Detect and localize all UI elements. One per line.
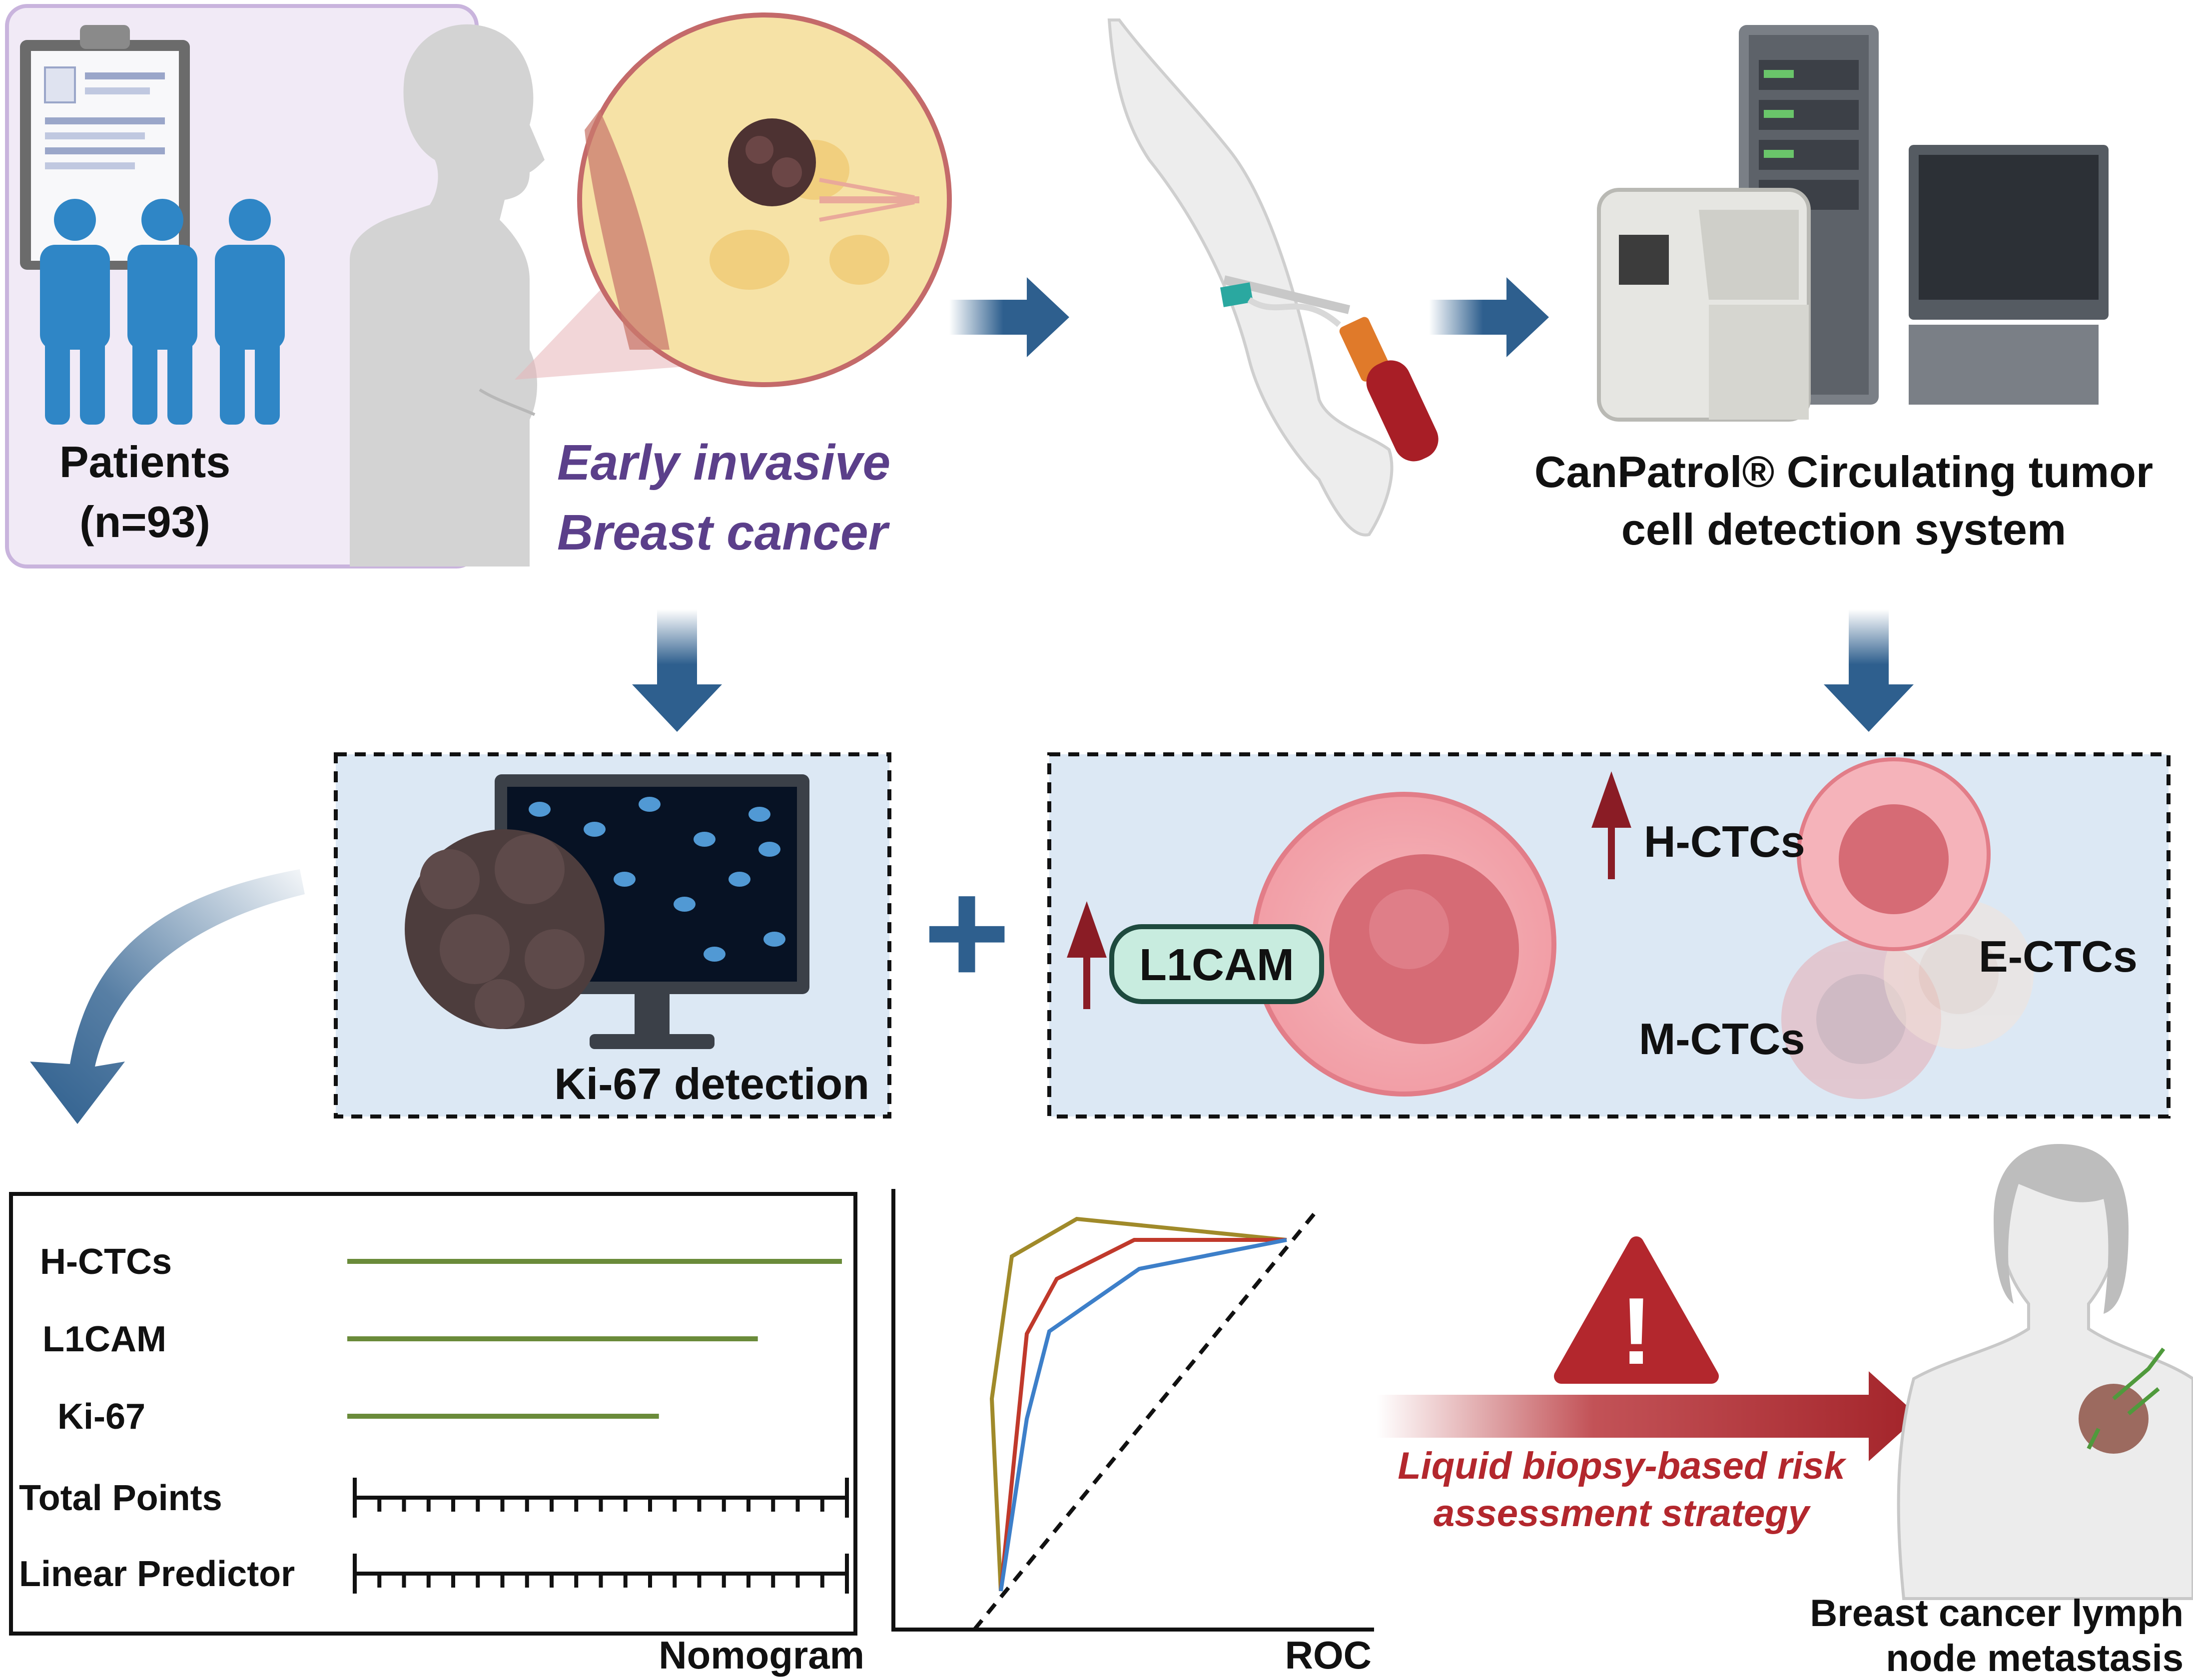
cancer-line2: Breast cancer — [557, 505, 890, 560]
arrow-down-right — [1824, 609, 1914, 732]
warning-icon: ! — [1554, 1236, 1719, 1384]
nomogram-scale-label: Linear Predictor — [19, 1554, 295, 1594]
system-line2: cell detection system — [1621, 505, 2066, 554]
m-ctc-label: M-CTCs — [1639, 1014, 1805, 1064]
h-ctc-up-arrow-icon — [1591, 771, 1631, 879]
ctc-panel: L1CAM H-CTCs E-CTCs M-CTCs — [1047, 752, 2171, 1119]
arrow-down-left — [632, 609, 722, 732]
roc-curve-yellow — [989, 1216, 1287, 1592]
cancer-line1: Early invasive — [557, 435, 890, 491]
tumor-cell-icon — [1252, 792, 1556, 1097]
outcome-line2: node metastasis — [1886, 1637, 2184, 1680]
l1cam-up-arrow-icon — [1067, 901, 1107, 1009]
h-ctc-label: H-CTCs — [1644, 817, 1805, 866]
outcome-line1: Breast cancer lymph — [1810, 1592, 2184, 1635]
patients-count: (n=93) — [79, 497, 210, 547]
patients-panel: Patients (n=93) — [5, 4, 479, 568]
h-ctc-cell-icon — [1797, 757, 1991, 951]
patient-metastasis-illustration — [1897, 1144, 2193, 1600]
woman-silhouette — [350, 24, 545, 566]
nomogram-scale-label: Total Points — [19, 1478, 222, 1518]
roc-curve-red — [999, 1238, 1287, 1592]
roc-title: ROC — [1285, 1633, 1372, 1677]
system-line1: CanPatrol® Circulating tumor — [1534, 447, 2153, 497]
breast-anatomy-illustration — [577, 12, 952, 387]
roc-axes — [891, 1189, 1374, 1632]
tumor-tissue-icon — [405, 829, 605, 1029]
risk-arrow — [1377, 1371, 1919, 1461]
arrow-right-2 — [1429, 277, 1549, 357]
plus-sign: + — [923, 848, 1010, 1016]
arrow-right-1 — [949, 277, 1069, 357]
roc-chart — [891, 1189, 1374, 1632]
nomogram-row-label: H-CTCs — [40, 1242, 172, 1282]
warning-mark: ! — [1620, 1278, 1652, 1384]
patients-icon — [40, 199, 285, 425]
nomogram-title: Nomogram — [659, 1633, 864, 1677]
curved-arrow-down — [30, 869, 305, 1124]
e-ctc-label: E-CTCs — [1979, 932, 2138, 981]
roc-diagonal — [972, 1212, 1316, 1631]
ki67-detection-label: Ki-67 detection — [554, 1059, 869, 1109]
strategy-line2: assessment strategy — [1434, 1492, 1811, 1535]
roc-curve-blue — [999, 1238, 1287, 1592]
nomogram-row-label: L1CAM — [42, 1319, 166, 1359]
blood-draw-illustration — [1107, 18, 1439, 537]
l1cam-badge — [1109, 924, 1324, 1004]
canpatrol-machine-illustration — [1597, 25, 2109, 422]
l1cam-label: L1CAM — [1139, 940, 1294, 990]
ki67-panel: Ki-67 detection — [334, 752, 891, 1119]
strategy-line1: Liquid biopsy-based risk — [1398, 1445, 1847, 1487]
nomogram-row-label: Ki-67 — [57, 1397, 145, 1437]
patients-label: Patients — [59, 437, 230, 487]
